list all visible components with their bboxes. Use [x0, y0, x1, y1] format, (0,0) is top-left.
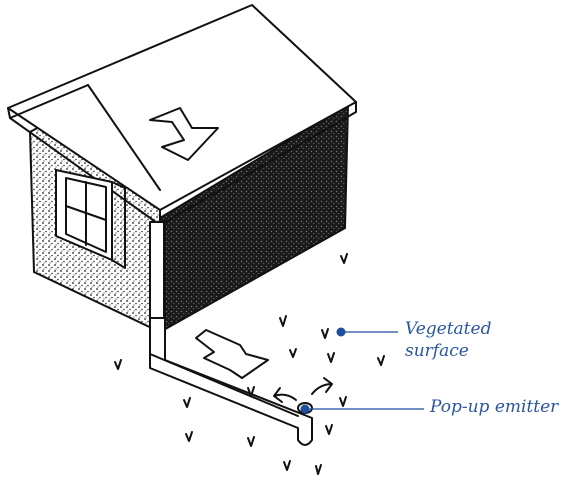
spray-arrow-right-icon [312, 378, 332, 394]
downspout [150, 222, 165, 320]
vegetated-surface-label: Vegetated surface [405, 318, 491, 362]
flow-arrow-icon [196, 330, 268, 378]
vegetated-label-line2: surface [405, 340, 491, 362]
spray-arrow-left-icon [274, 388, 296, 402]
callout-emitter [301, 405, 425, 414]
vegetated-label-line1: Vegetated [405, 318, 491, 340]
drain-pipe [150, 318, 332, 445]
callout-vegetated [337, 328, 399, 337]
popup-emitter-label: Pop-up emitter [430, 396, 558, 418]
house [8, 5, 356, 332]
